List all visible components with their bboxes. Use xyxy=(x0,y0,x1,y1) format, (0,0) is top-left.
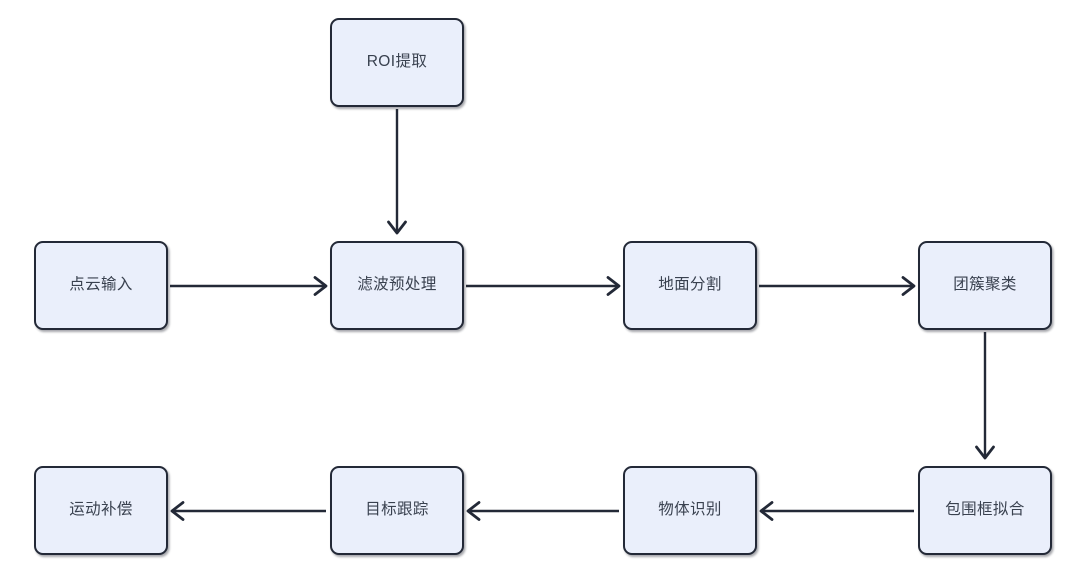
node-motion-compensation-label: 运动补偿 xyxy=(69,501,133,519)
edge-filter-to-ground xyxy=(466,276,621,296)
node-roi-label: ROI提取 xyxy=(366,53,428,71)
edge-input-to-filter xyxy=(170,276,328,296)
node-target-tracking-label: 目标跟踪 xyxy=(365,501,429,519)
node-ground-segmentation-label: 地面分割 xyxy=(658,276,722,294)
node-point-cloud-input-label: 点云输入 xyxy=(69,276,133,294)
node-bounding-box-fitting[interactable]: 包围框拟合 xyxy=(918,466,1052,555)
node-motion-compensation[interactable]: 运动补偿 xyxy=(34,466,168,555)
edge-roi-to-filter xyxy=(387,109,407,235)
node-target-tracking[interactable]: 目标跟踪 xyxy=(330,466,464,555)
node-filter-preprocess[interactable]: 滤波预处理 xyxy=(330,241,464,330)
node-cluster[interactable]: 团簇聚类 xyxy=(918,241,1052,330)
edge-recognize-to-tracking xyxy=(466,501,619,521)
node-cluster-label: 团簇聚类 xyxy=(953,276,1017,294)
edge-cluster-to-bbox xyxy=(975,332,995,460)
edge-bbox-to-recognize xyxy=(759,501,914,521)
node-filter-preprocess-label: 滤波预处理 xyxy=(357,276,437,294)
node-bounding-box-fitting-label: 包围框拟合 xyxy=(945,501,1025,519)
edge-ground-to-cluster xyxy=(759,276,916,296)
node-object-recognition[interactable]: 物体识别 xyxy=(623,466,757,555)
node-roi[interactable]: ROI提取 xyxy=(330,18,464,107)
node-ground-segmentation[interactable]: 地面分割 xyxy=(623,241,757,330)
edge-tracking-to-motion xyxy=(170,501,326,521)
node-point-cloud-input[interactable]: 点云输入 xyxy=(34,241,168,330)
node-object-recognition-label: 物体识别 xyxy=(658,501,722,519)
